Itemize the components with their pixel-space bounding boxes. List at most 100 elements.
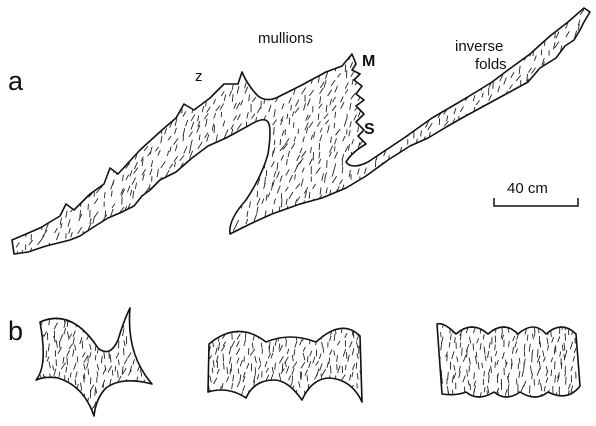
foliation-dash xyxy=(291,15,292,22)
foliation-dash xyxy=(173,213,176,217)
foliation-dash xyxy=(8,116,10,121)
foliation-dash xyxy=(41,309,44,315)
foliation-dash xyxy=(334,43,336,49)
foliation-dash xyxy=(404,211,407,217)
foliation-dash xyxy=(215,330,217,335)
foliation-dash xyxy=(492,111,495,117)
foliation-dash xyxy=(96,154,97,161)
foliation-dash xyxy=(95,355,96,360)
foliation-dash xyxy=(457,59,460,64)
foliation-dash xyxy=(230,319,231,324)
foliation-dash xyxy=(199,169,203,173)
foliation-dash xyxy=(55,134,56,140)
foliation-dash xyxy=(467,321,468,327)
foliation-dash xyxy=(33,397,36,403)
foliation-dash xyxy=(376,91,377,98)
foliation-dash xyxy=(196,241,200,246)
foliation-dash xyxy=(554,220,556,226)
foliation-dash xyxy=(577,236,580,241)
foliation-dash xyxy=(182,16,185,23)
foliation-dash xyxy=(72,35,73,43)
foliation-dash xyxy=(233,17,236,22)
foliation-dash xyxy=(139,408,140,413)
foliation-dash xyxy=(406,64,407,70)
foliation-dash xyxy=(140,235,143,239)
foliation-dash xyxy=(586,229,587,233)
foliation-dash xyxy=(353,214,355,221)
foliation-dash xyxy=(100,170,102,176)
foliation-dash xyxy=(450,18,453,24)
foliation-dash xyxy=(63,399,64,406)
foliation-dash xyxy=(459,322,460,328)
foliation-dash xyxy=(65,7,67,12)
foliation-dash xyxy=(513,97,514,101)
foliation-dash xyxy=(26,162,27,168)
foliation-dash xyxy=(250,395,251,401)
foliation-dash xyxy=(37,10,38,14)
foliation-dash xyxy=(522,222,525,228)
foliation-dash xyxy=(445,91,446,95)
foliation-dash xyxy=(177,172,178,177)
foliation-dash xyxy=(417,152,419,159)
foliation-dash xyxy=(293,395,294,402)
foliation-dash xyxy=(500,236,502,242)
foliation-dash xyxy=(97,107,99,111)
foliation-dash xyxy=(355,310,356,317)
foliation-dash xyxy=(357,396,358,403)
foliation-dash xyxy=(441,144,442,151)
foliation-dash xyxy=(584,218,585,224)
foliation-dash xyxy=(147,206,151,212)
foliation-dash xyxy=(488,204,491,210)
foliation-dash xyxy=(431,225,434,230)
foliation-dash xyxy=(122,385,124,392)
foliation-dash xyxy=(125,54,129,60)
foliation-dash xyxy=(279,390,281,395)
foliation-dash xyxy=(109,58,112,64)
foliation-dash xyxy=(287,60,288,66)
foliation-dash xyxy=(511,121,514,125)
foliation-dash xyxy=(433,25,435,32)
foliation-dash xyxy=(64,193,66,199)
foliation-dash xyxy=(197,4,201,9)
foliation-dash xyxy=(404,174,407,180)
foliation-dash xyxy=(441,215,443,221)
foliation-dash xyxy=(572,113,574,118)
foliation-dash xyxy=(320,64,321,69)
foliation-dash xyxy=(206,24,207,30)
foliation-dash xyxy=(434,344,435,350)
foliation-dash xyxy=(336,46,337,53)
foliation-dash xyxy=(563,142,566,148)
foliation-dash xyxy=(201,180,203,186)
foliation-dash xyxy=(106,96,108,102)
foliation-dash xyxy=(365,107,368,112)
foliation-dash xyxy=(26,142,28,149)
foliation-dash xyxy=(285,312,286,318)
foliation-dash xyxy=(586,56,587,63)
foliation-dash xyxy=(140,214,144,220)
foliation-dash xyxy=(261,80,264,86)
foliation-dash xyxy=(41,303,45,309)
foliation-dash xyxy=(213,204,216,208)
foliation-dash xyxy=(66,48,69,55)
foliation-dash xyxy=(408,81,412,87)
foliation-dash xyxy=(199,53,201,58)
foliation-dash xyxy=(418,184,421,188)
foliation-dash xyxy=(424,252,427,258)
panel-label-b: b xyxy=(8,316,23,346)
foliation-dash xyxy=(515,49,518,53)
foliation-dash xyxy=(413,199,414,205)
foliation-dash xyxy=(464,122,466,128)
foliation-dash xyxy=(17,191,19,195)
foliation-dash xyxy=(17,9,18,14)
foliation-dash xyxy=(345,32,347,37)
foliation-dash xyxy=(521,0,523,5)
foliation-dash xyxy=(63,416,65,420)
foliation-dash xyxy=(309,395,311,401)
foliation-dash xyxy=(169,48,173,53)
foliation-dash xyxy=(209,324,210,331)
foliation-dash xyxy=(12,184,14,191)
foliation-dash xyxy=(480,231,481,239)
foliation-dash xyxy=(46,32,49,38)
foliation-dash xyxy=(342,2,346,8)
foliation-dash xyxy=(234,164,237,168)
